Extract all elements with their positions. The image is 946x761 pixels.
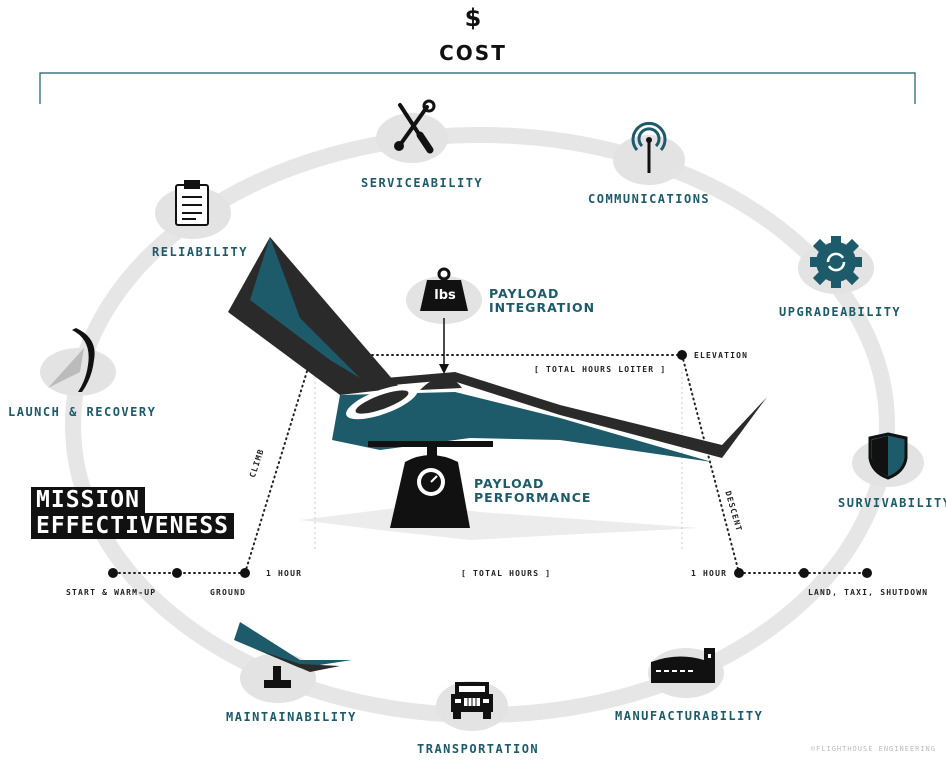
mission-label-line1: MISSION	[31, 487, 145, 513]
aircraft-on-stand-icon	[234, 622, 352, 688]
weight-icon-text: lbs	[434, 288, 456, 303]
dollar-icon: $	[464, 4, 482, 32]
shield-icon	[868, 432, 908, 480]
label-upgradeability: UPGRADEABILITY	[779, 305, 902, 319]
start-warmup-label: START & WARM-UP	[66, 588, 157, 597]
payload-performance-line1: PAYLOAD	[474, 476, 545, 491]
label-reliability: RELIABILITY	[152, 245, 248, 259]
antenna-icon	[631, 121, 667, 173]
label-survivability: SURVIVABILITY	[838, 496, 946, 510]
gear-refresh-icon	[810, 236, 862, 288]
factory-icon	[651, 648, 715, 683]
one-hour-left-label: 1 HOUR	[266, 569, 303, 578]
wing-icon	[48, 328, 95, 392]
payload-performance-line2: PERFORMANCE	[474, 490, 592, 505]
label-maintainability: MAINTAINABILITY	[226, 710, 357, 724]
scale-icon	[368, 441, 493, 528]
total-hours-loiter-label: [ TOTAL HOURS LOITER ]	[534, 365, 667, 374]
payload-integration-label: PAYLOAD INTEGRATION	[489, 287, 595, 315]
cost-bracket	[39, 72, 916, 104]
label-manufacturability: MANUFACTURABILITY	[615, 709, 764, 723]
elevation-label: ELEVATION	[694, 351, 749, 360]
aircraft-shadow	[300, 505, 700, 540]
copyright-text: ©FLIGHTHOUSE ENGINEERING	[810, 745, 936, 753]
label-transportation: TRANSPORTATION	[417, 742, 540, 756]
truck-icon	[451, 682, 493, 719]
label-communications: COMMUNICATIONS	[588, 192, 711, 206]
clipboard-icon	[175, 180, 209, 226]
mission-label-line2: EFFECTIVENESS	[31, 513, 235, 539]
payload-integration-line2: INTEGRATION	[489, 300, 596, 315]
cost-title: COST	[439, 41, 507, 65]
label-serviceability: SERVICEABILITY	[361, 176, 484, 190]
total-hours-label: [ TOTAL HOURS ]	[461, 569, 552, 578]
profile-guides	[314, 372, 683, 552]
payload-performance-label: PAYLOAD PERFORMANCE	[474, 477, 591, 505]
weight-icon	[420, 267, 468, 311]
payload-integration-line1: PAYLOAD	[489, 286, 560, 301]
wrench-screwdriver-icon	[394, 99, 436, 154]
profile-nodes	[108, 350, 872, 578]
ground-label: GROUND	[210, 588, 247, 597]
land-taxi-shutdown-label: LAND, TAXI, SHUTDOWN	[808, 588, 929, 597]
aircraft-illustration	[228, 237, 767, 462]
label-launch-recovery: LAUNCH & RECOVERY	[8, 405, 157, 419]
one-hour-right-label: 1 HOUR	[691, 569, 728, 578]
